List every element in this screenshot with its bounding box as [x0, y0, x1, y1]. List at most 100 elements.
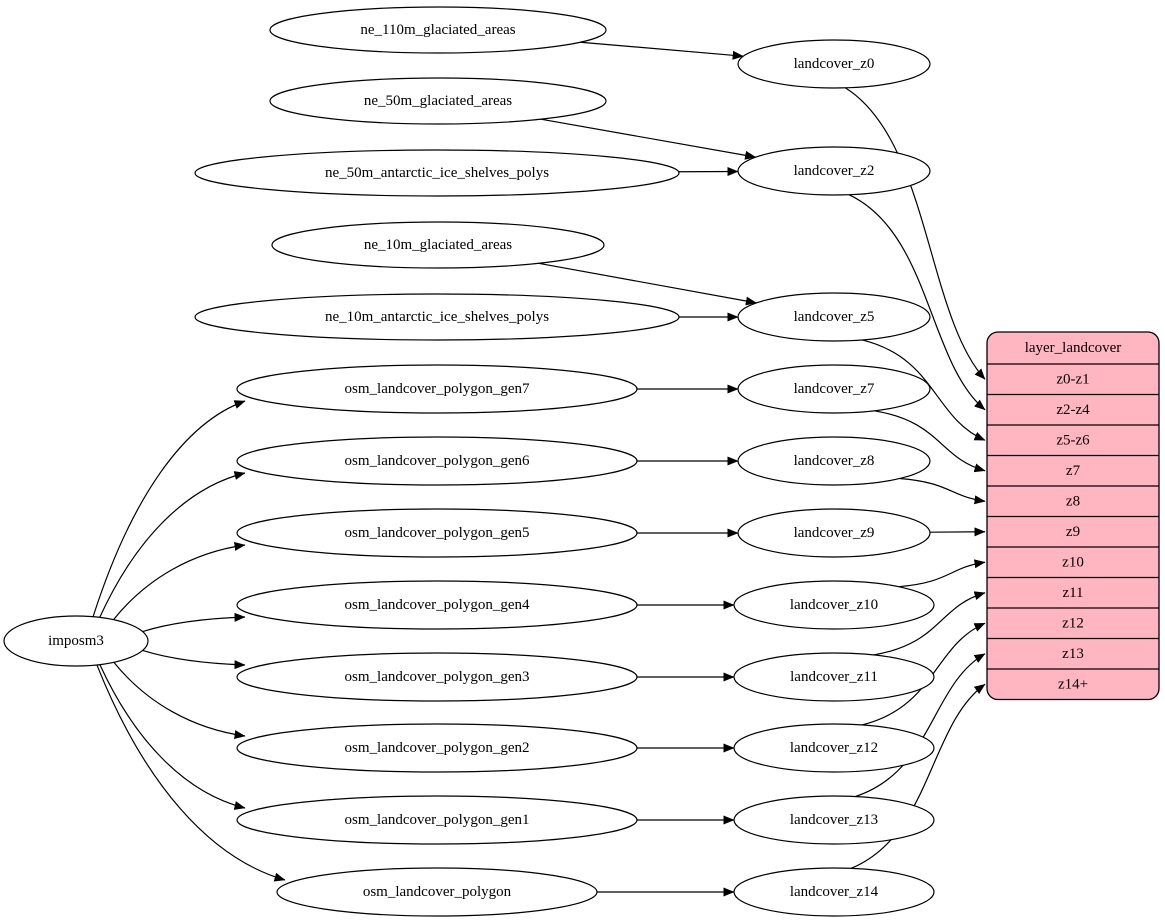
edge-imposm3-to-osm_landcover_polygon_gen6 [99, 471, 246, 618]
edge-ne_10m_glaciated_areas-to-landcover_z5 [538, 262, 757, 306]
node-shape-osm_landcover_polygon_gen1 [236, 795, 638, 845]
node-label-ne_10m_glaciated_areas: ne_10m_glaciated_areas [364, 237, 512, 253]
record-row-z7: z7 [1066, 463, 1081, 479]
node-shape-ne_10m_antarctic_ice_shelves_polys [194, 293, 680, 341]
record-row-z12: z12 [1062, 615, 1084, 631]
node-shape-imposm3 [3, 615, 149, 667]
node-label-ne_50m_antarctic_ice_shelves_polys: ne_50m_antarctic_ice_shelves_polys [325, 165, 549, 181]
node-osm_landcover_polygon_gen1: osm_landcover_polygon_gen1 [236, 795, 638, 845]
edge-landcover_z7-to-layer_landcover-z7 [874, 410, 986, 473]
node-label-landcover_z11: landcover_z11 [790, 669, 878, 685]
edges-layer [92, 41, 986, 897]
node-label-landcover_z10: landcover_z10 [790, 597, 878, 613]
record-row-z10: z10 [1062, 554, 1084, 570]
node-landcover_z7: landcover_z7 [737, 364, 931, 414]
edge-imposm3-to-osm_landcover_polygon_gen1 [99, 664, 246, 810]
node-ne_50m_glaciated_areas: ne_50m_glaciated_areas [269, 77, 607, 125]
node-shape-osm_landcover_polygon_gen3 [236, 652, 638, 702]
edge-landcover_z8-to-layer_landcover-z8 [899, 477, 986, 505]
node-label-osm_landcover_polygon_gen3: osm_landcover_polygon_gen3 [345, 669, 530, 685]
node-shape-osm_landcover_polygon_gen5 [236, 508, 638, 558]
node-label-osm_landcover_polygon_gen5: osm_landcover_polygon_gen5 [345, 525, 530, 541]
node-ne_50m_antarctic_ice_shelves_polys: ne_50m_antarctic_ice_shelves_polys [194, 149, 680, 197]
node-landcover_z2: landcover_z2 [737, 146, 931, 196]
node-shape-ne_110m_glaciated_areas [269, 6, 607, 54]
node-label-landcover_z7: landcover_z7 [794, 381, 875, 397]
node-shape-landcover_z5 [737, 292, 931, 342]
node-osm_landcover_polygon_gen4: osm_landcover_polygon_gen4 [236, 580, 638, 630]
node-osm_landcover_polygon: osm_landcover_polygon [276, 867, 598, 917]
node-shape-ne_10m_glaciated_areas [271, 221, 605, 269]
edge-landcover_z11-to-layer_landcover-z11 [873, 591, 986, 656]
node-shape-landcover_z10 [733, 580, 935, 630]
node-shape-ne_50m_glaciated_areas [269, 77, 607, 125]
edge-landcover_z2-to-layer_landcover-z2-z4 [848, 194, 986, 411]
edge-landcover_z10-to-layer_landcover-z10 [898, 559, 986, 588]
record-row-z11: z11 [1062, 585, 1083, 601]
node-shape-ne_50m_antarctic_ice_shelves_polys [194, 149, 680, 197]
node-label-landcover_z8: landcover_z8 [794, 453, 875, 469]
node-landcover_z11: landcover_z11 [733, 652, 935, 702]
node-imposm3: imposm3 [3, 615, 149, 667]
node-label-ne_110m_glaciated_areas: ne_110m_glaciated_areas [360, 22, 515, 38]
node-label-osm_landcover_polygon_gen7: osm_landcover_polygon_gen7 [345, 381, 530, 397]
node-label-landcover_z12: landcover_z12 [790, 740, 878, 756]
node-shape-osm_landcover_polygon [276, 867, 598, 917]
node-landcover_z5: landcover_z5 [737, 292, 931, 342]
record-row-z9: z9 [1066, 524, 1080, 540]
node-landcover_z10: landcover_z10 [733, 580, 935, 630]
node-shape-landcover_z8 [737, 436, 931, 486]
node-shape-landcover_z7 [737, 364, 931, 414]
node-osm_landcover_polygon_gen3: osm_landcover_polygon_gen3 [236, 652, 638, 702]
node-shape-osm_landcover_polygon_gen7 [236, 364, 638, 414]
edge-imposm3-to-osm_landcover_polygon_gen2 [113, 661, 246, 739]
node-landcover_z9: landcover_z9 [737, 508, 931, 558]
record-row-z5-z6: z5-z6 [1056, 432, 1090, 448]
edge-imposm3-to-osm_landcover_polygon_gen7 [92, 400, 246, 617]
node-ne_10m_antarctic_ice_shelves_polys: ne_10m_antarctic_ice_shelves_polys [194, 293, 680, 341]
edge-imposm3-to-osm_landcover_polygon_gen3 [142, 649, 246, 670]
node-label-osm_landcover_polygon_gen2: osm_landcover_polygon_gen2 [345, 740, 530, 756]
node-landcover_z0: landcover_z0 [737, 39, 931, 89]
node-label-osm_landcover_polygon_gen4: osm_landcover_polygon_gen4 [345, 597, 530, 613]
edge-landcover_z13-to-layer_landcover-z13 [855, 653, 986, 798]
node-label-landcover_z0: landcover_z0 [794, 56, 875, 72]
node-osm_landcover_polygon_gen2: osm_landcover_polygon_gen2 [236, 723, 638, 773]
node-shape-osm_landcover_polygon_gen2 [236, 723, 638, 773]
edge-imposm3-to-osm_landcover_polygon_gen4 [142, 612, 246, 633]
node-shape-osm_landcover_polygon_gen6 [236, 436, 638, 486]
node-label-landcover_z2: landcover_z2 [794, 163, 875, 179]
node-label-landcover_z14: landcover_z14 [790, 884, 879, 900]
node-label-landcover_z9: landcover_z9 [794, 525, 875, 541]
edge-imposm3-to-osm_landcover_polygon_gen5 [113, 542, 246, 621]
node-landcover_z8: landcover_z8 [737, 436, 931, 486]
node-label-ne_50m_glaciated_areas: ne_50m_glaciated_areas [364, 93, 512, 109]
node-osm_landcover_polygon_gen5: osm_landcover_polygon_gen5 [236, 508, 638, 558]
node-label-imposm3: imposm3 [48, 633, 104, 649]
node-ne_110m_glaciated_areas: ne_110m_glaciated_areas [269, 6, 607, 54]
node-label-osm_landcover_polygon: osm_landcover_polygon [363, 884, 512, 900]
node-shape-landcover_z0 [737, 39, 931, 89]
edge-landcover_z0-to-layer_landcover-z0-z1 [845, 87, 986, 380]
node-osm_landcover_polygon_gen6: osm_landcover_polygon_gen6 [236, 436, 638, 486]
record-header: layer_landcover [1025, 340, 1122, 356]
record-row-z2-z4: z2-z4 [1056, 402, 1090, 418]
record-node-layer_landcover: layer_landcoverz0-z1z2-z4z5-z6z7z8z9z10z… [986, 331, 1160, 701]
record-row-z14+: z14+ [1058, 676, 1088, 692]
node-shape-landcover_z11 [733, 652, 935, 702]
record-row-z0-z1: z0-z1 [1056, 371, 1089, 387]
edge-ne_110m_glaciated_areas-to-landcover_z0 [580, 41, 744, 60]
edge-landcover_z5-to-layer_landcover-z5-z6 [861, 339, 986, 441]
node-shape-landcover_z2 [737, 146, 931, 196]
nodes-layer: imposm3 ne_110m_glaciated_areas ne_50m_gla… [3, 6, 1160, 917]
node-landcover_z12: landcover_z12 [733, 723, 935, 773]
node-landcover_z13: landcover_z13 [733, 795, 935, 845]
node-shape-landcover_z14 [733, 867, 935, 917]
node-label-landcover_z5: landcover_z5 [794, 309, 875, 325]
edge-landcover_z14-to-layer_landcover-z14+ [850, 683, 986, 869]
node-label-landcover_z13: landcover_z13 [790, 812, 878, 828]
node-ne_10m_glaciated_areas: ne_10m_glaciated_areas [271, 221, 605, 269]
node-landcover_z14: landcover_z14 [733, 867, 935, 917]
node-label-osm_landcover_polygon_gen6: osm_landcover_polygon_gen6 [345, 453, 530, 469]
